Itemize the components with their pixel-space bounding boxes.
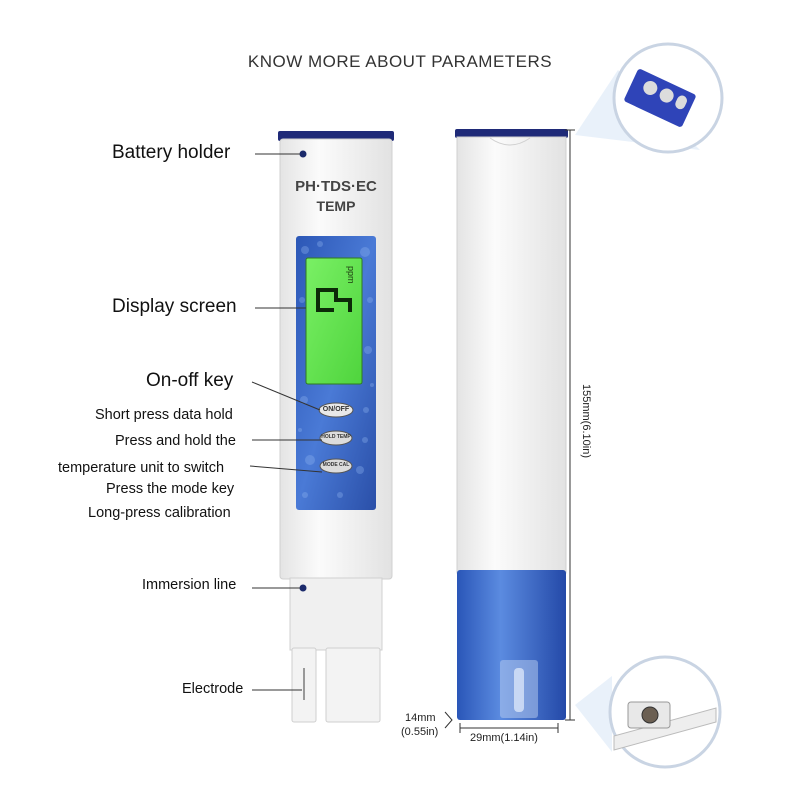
brand-line-2: TEMP [316,198,356,214]
mode-key[interactable]: MODE CAL [322,462,350,468]
electrode-right [325,647,381,723]
side-cap [455,129,568,138]
lcd-unit: ppm [346,266,356,284]
brand-line-1: PH·TDS·EC [295,178,377,195]
dimension-height: 155mm(6.10in) [580,384,592,458]
label-short-press: Short press data hold [95,407,233,423]
label-long-press: Long-press calibration [88,505,231,521]
hold-key-shape [319,430,353,446]
label-press-hold: Press and hold the [115,433,236,449]
side-protective-cap [457,570,566,720]
page-title: KNOW MORE ABOUT PARAMETERS [247,52,553,71]
on-off-key[interactable]: ON/OFF [322,406,350,413]
mode-key-shape [319,458,353,474]
label-mode-key: Press the mode key [106,481,235,497]
hold-key[interactable]: HOLD TEMP [321,434,351,440]
label-temp-unit: temperature unit to switch [58,460,225,476]
droplet-texture [298,241,374,498]
meter-side-view [455,129,568,720]
dimension-width: 29mm(1.14in) [470,732,538,744]
lcd-digits [316,288,352,312]
label-display-screen: Display screen [112,296,237,317]
label-immersion-line: Immersion line [142,577,237,593]
label-electrode: Electrode [182,681,244,697]
dimension-depth-mm: 14mm [405,712,436,724]
battery-holder-zoom [575,42,724,154]
meter-front-view [278,131,394,723]
dimension-lines [444,129,575,733]
dimension-depth-in: (0.55in) [401,726,439,738]
leader-lines [249,153,323,691]
side-body [456,136,567,574]
label-on-off-key: On-off key [146,370,234,391]
electrode-zoom [575,655,722,769]
label-battery-holder: Battery holder [112,142,231,163]
